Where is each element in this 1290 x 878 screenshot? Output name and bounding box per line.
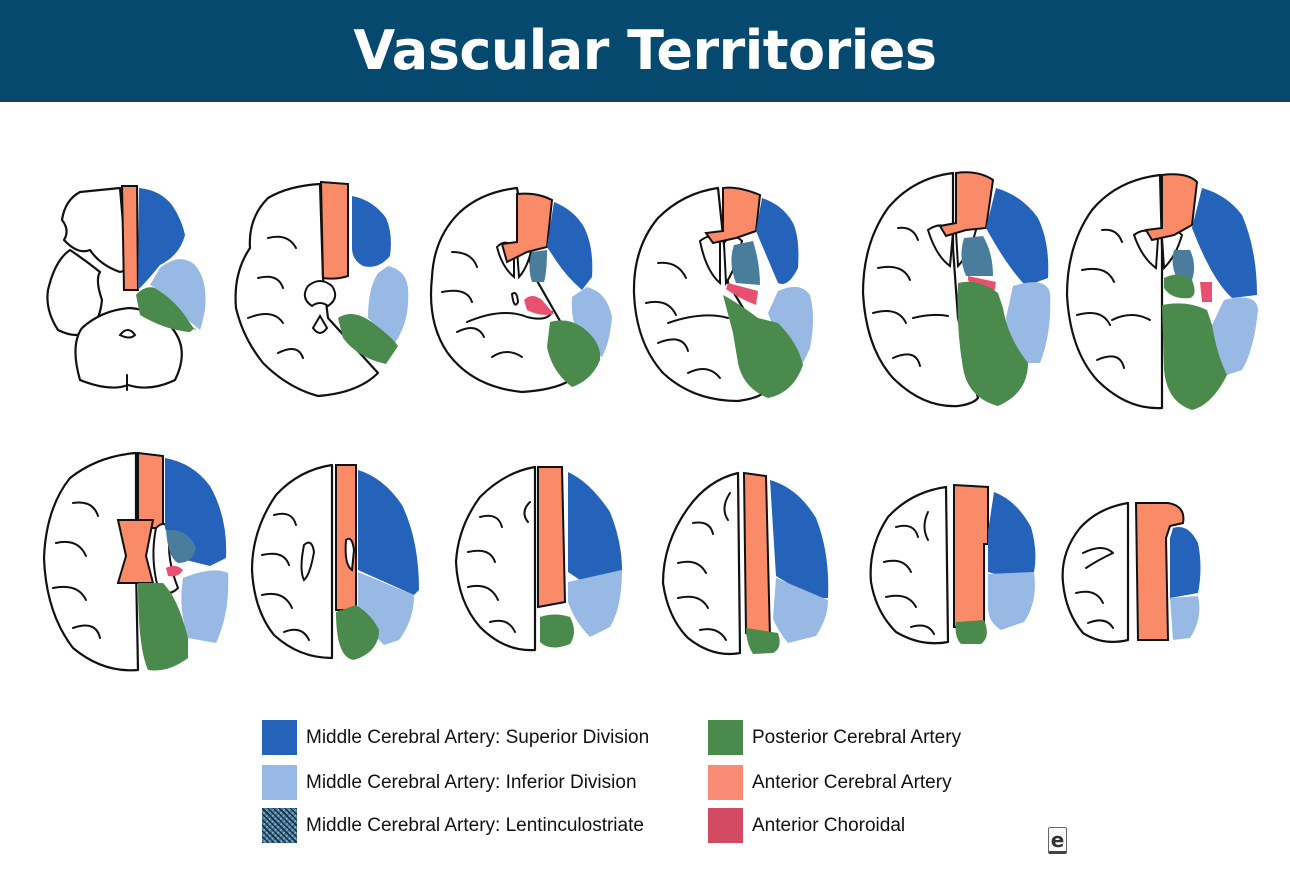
brain-slice-5 bbox=[858, 168, 1053, 413]
swatch-mca-inferior bbox=[262, 765, 297, 800]
brain-slice-11-drawing bbox=[869, 483, 1036, 645]
legend-item-mca-lenticulostriate: Middle Cerebral Artery: Lentinculostriat… bbox=[262, 808, 644, 843]
legend-label: Anterior Cerebral Artery bbox=[752, 771, 952, 793]
brain-slice-3 bbox=[422, 182, 617, 402]
legend-label: Middle Cerebral Artery: Lentinculostriat… bbox=[306, 814, 644, 836]
legend-item-mca-superior: Middle Cerebral Artery: Superior Divisio… bbox=[262, 720, 649, 755]
brain-slice-5-drawing bbox=[861, 171, 1051, 408]
legend-item-pca: Posterior Cerebral Artery bbox=[708, 720, 961, 755]
title-banner: Vascular Territories bbox=[0, 0, 1290, 102]
legend-item-aca: Anterior Cerebral Artery bbox=[708, 765, 952, 800]
brain-slice-9 bbox=[450, 462, 625, 657]
swatch-pca bbox=[708, 720, 743, 755]
brain-slice-10 bbox=[658, 468, 838, 663]
brain-slice-9-drawing bbox=[454, 465, 622, 652]
swatch-mca-superior bbox=[262, 720, 297, 755]
legend-label: Middle Cerebral Artery: Inferior Divisio… bbox=[306, 771, 637, 793]
page-title: Vascular Territories bbox=[353, 18, 937, 82]
brain-slice-8-drawing bbox=[250, 463, 419, 660]
brain-slice-4 bbox=[628, 183, 818, 408]
legend-label: Middle Cerebral Artery: Superior Divisio… bbox=[306, 726, 650, 748]
brain-slice-11 bbox=[866, 482, 1046, 652]
brain-slice-1-drawing bbox=[46, 185, 206, 391]
brain-slice-10-drawing bbox=[661, 471, 829, 656]
swatch-mca-lenticulostriate bbox=[262, 808, 297, 843]
brain-slice-7-drawing bbox=[42, 451, 229, 672]
swatch-aca bbox=[708, 765, 743, 800]
legend-label: Anterior Choroidal bbox=[752, 814, 906, 836]
brain-slice-4-drawing bbox=[632, 186, 813, 403]
brain-slice-2-drawing bbox=[234, 180, 409, 398]
brain-slice-1 bbox=[40, 180, 215, 400]
brain-slice-3-drawing bbox=[429, 186, 612, 394]
brain-slice-12 bbox=[1058, 498, 1208, 648]
brain-slice-6 bbox=[1062, 170, 1262, 415]
brain-slice-6-drawing bbox=[1065, 173, 1258, 410]
legend-item-anterior-choroidal: Anterior Choroidal bbox=[708, 808, 905, 843]
brain-slice-2 bbox=[228, 178, 418, 403]
legend-label: Posterior Cerebral Artery bbox=[752, 726, 962, 748]
swatch-anterior-choroidal bbox=[708, 808, 743, 843]
watermark-logo-icon: e bbox=[1048, 827, 1067, 854]
legend-item-mca-inferior: Middle Cerebral Artery: Inferior Divisio… bbox=[262, 765, 637, 800]
brain-slice-8 bbox=[244, 460, 424, 665]
brain-slice-7 bbox=[38, 448, 233, 676]
brain-slice-12-drawing bbox=[1061, 501, 1201, 643]
